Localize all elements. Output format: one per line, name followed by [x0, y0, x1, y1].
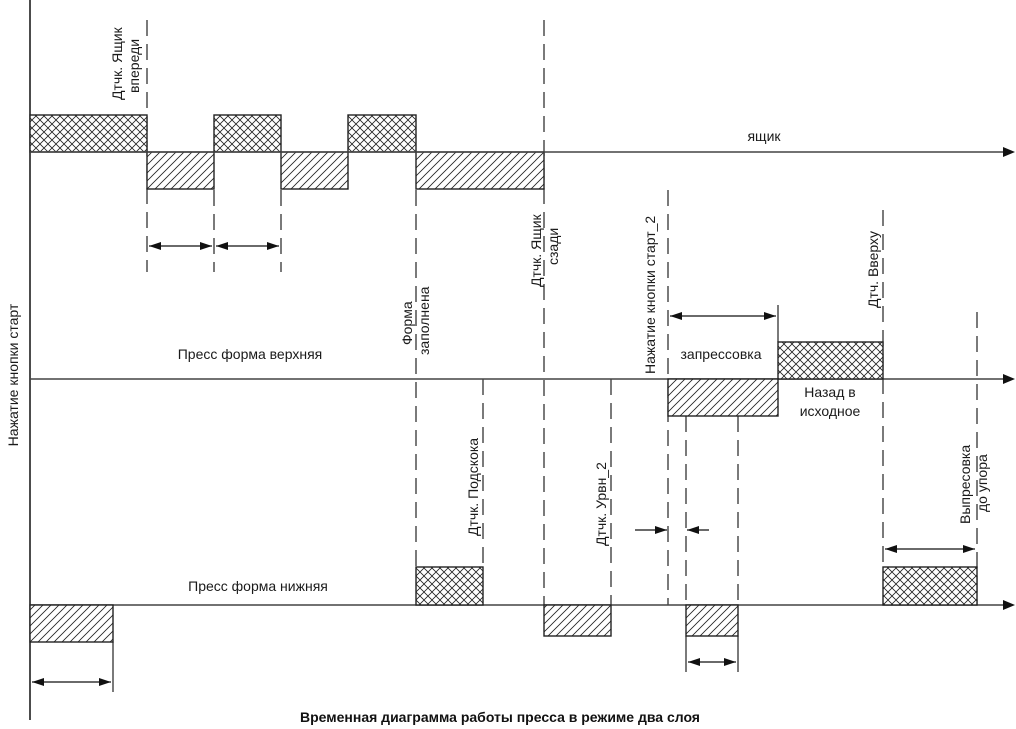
box-low-segment: [415, 151, 545, 190]
lower-high-segment: [415, 566, 484, 606]
box-low-segment: [280, 151, 349, 190]
box-high-segment: [29, 114, 148, 153]
marker-eject-line1: Выпресовка: [957, 445, 973, 524]
marker-form-filled-line2: заполнена: [416, 286, 432, 355]
marker-box-front-line2: впереди: [126, 39, 142, 93]
axis-arrow-icon: [1003, 147, 1015, 157]
marker-start2: Нажатие кнопки старт_2: [642, 216, 658, 374]
upper-high-segment: [777, 341, 884, 380]
upper-low-segment: [667, 378, 779, 417]
pressing-label: запрессовка: [681, 346, 762, 362]
y-axis-label: Нажатие кнопки старт: [5, 303, 21, 446]
axis-arrow-icon: [1003, 374, 1015, 384]
marker-eject-line2: до упора: [974, 454, 990, 512]
marker-bounce: Дтчк. Подскока: [465, 438, 481, 536]
lower-low-segment: [543, 604, 612, 637]
return-label-line1: Назад в: [804, 384, 855, 400]
lower-low-segment: [29, 604, 114, 643]
lower-track-label: Пресс форма нижняя: [188, 578, 328, 594]
upper-track-label: Пресс форма верхняя: [178, 346, 323, 362]
box-high-segment: [213, 114, 282, 153]
axis-arrow-icon: [1003, 600, 1015, 610]
lower-high-segment: [882, 566, 978, 606]
marker-level2: Дтчк. Урвн_2: [593, 462, 609, 546]
marker-box-back-line2: сзади: [545, 228, 561, 265]
diagram-title: Временная диаграмма работы пресса в режи…: [300, 709, 700, 725]
box-track-label: ящик: [747, 128, 781, 144]
marker-box-front-line1: Дтчк. Ящик: [109, 26, 125, 100]
return-label-line2: исходное: [800, 403, 861, 419]
marker-box-back-line1: Дтчк. Ящик: [528, 213, 544, 287]
lower-low-segment: [685, 604, 739, 637]
marker-top: Дтч. Вверху: [865, 231, 881, 308]
box-high-segment: [347, 114, 417, 153]
marker-form-filled-line1: Форма: [399, 301, 415, 345]
box-low-segment: [146, 151, 215, 190]
